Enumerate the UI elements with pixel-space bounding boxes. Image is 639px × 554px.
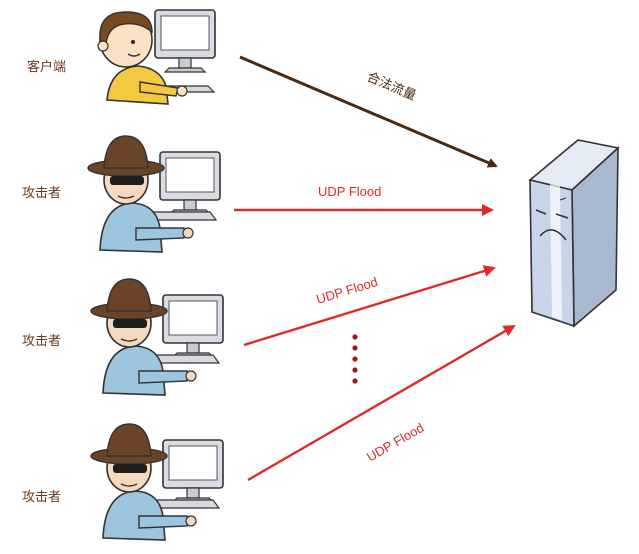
attacker-icon — [87, 135, 221, 253]
attacker-icon — [90, 423, 224, 541]
legit-traffic-arrow — [239, 55, 498, 168]
udp-flood-arrow-2 — [243, 265, 496, 347]
client-label: 客户端 — [27, 60, 67, 75]
udp-flood-label-3: UDP Flood — [364, 420, 426, 465]
attacker-icon — [90, 278, 224, 396]
attacker-label-2: 攻击者 — [22, 334, 62, 349]
vertical-dots-icon — [352, 334, 358, 384]
udp-flood-label-1: UDP Flood — [318, 184, 381, 199]
sad-server-icon — [528, 139, 620, 328]
udp-flood-arrow-3 — [247, 324, 516, 482]
client-icon — [97, 9, 216, 105]
udp-flood-label-2: UDP Flood — [314, 274, 379, 307]
attacker-label-1: 攻击者 — [22, 186, 62, 201]
legit-traffic-label: 合法流量 — [365, 69, 419, 103]
attacker-label-3: 攻击者 — [22, 490, 62, 505]
